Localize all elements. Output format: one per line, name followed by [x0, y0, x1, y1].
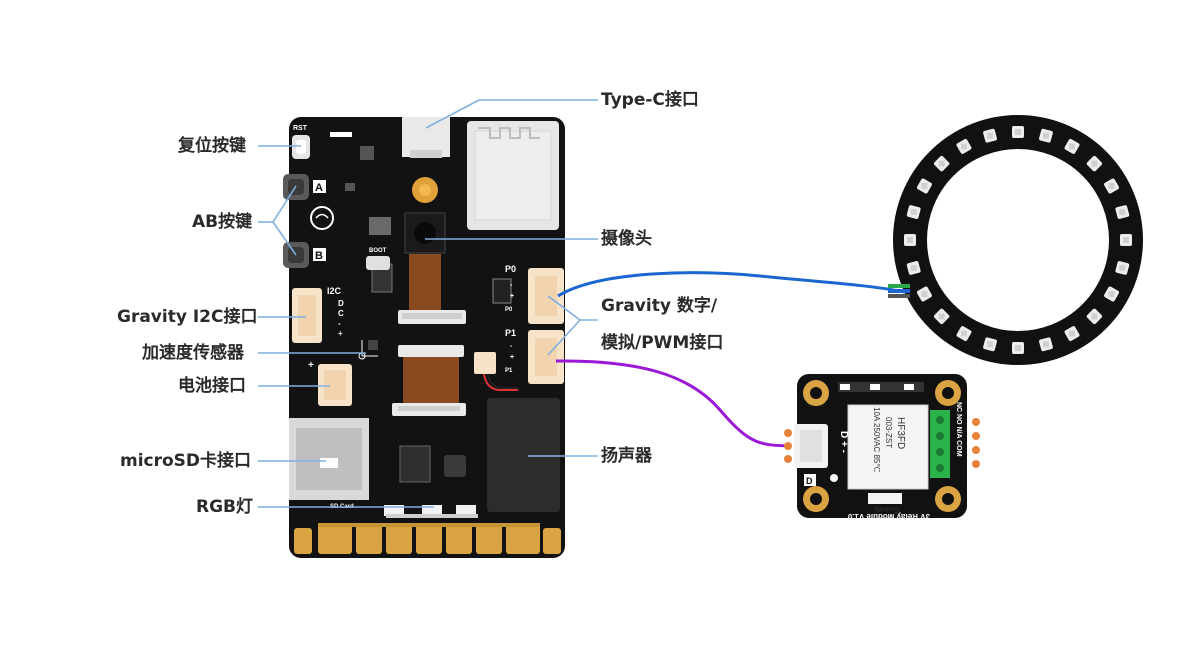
main-board: RST A B BOOT	[283, 117, 565, 558]
rgb-leds	[384, 505, 478, 518]
silk-batt-plus: +	[308, 360, 314, 371]
label-reset-button: 复位按键	[178, 136, 246, 156]
ring-led-die	[907, 237, 913, 243]
ring-led-die	[961, 330, 967, 337]
silk-p1-plus: +	[510, 354, 514, 361]
label-speaker: 扬声器	[601, 446, 652, 466]
reset-button: RST	[292, 125, 310, 159]
ring-led-die	[921, 183, 928, 189]
speaker-jack	[474, 352, 518, 391]
ring-led-die	[961, 143, 967, 150]
silk-i2c-d: D	[338, 299, 344, 308]
silk-b: B	[315, 250, 323, 262]
relay-pins: D + -	[838, 431, 849, 453]
silk-i2c-plus: +	[338, 329, 343, 338]
relay-model: HF3FD	[895, 417, 906, 449]
silk-boot: BOOT	[369, 248, 387, 254]
silk-a: A	[315, 182, 323, 194]
boot-button: BOOT	[366, 248, 390, 270]
silk-p0-minus: -	[510, 282, 513, 289]
ring-led-die	[1108, 291, 1115, 297]
edge-connector	[294, 523, 561, 554]
ring-led-die	[1119, 209, 1126, 216]
ring-led-die	[910, 264, 917, 271]
ring-led-die	[938, 160, 945, 167]
label-battery: 电池接口	[178, 376, 246, 396]
silk-p1-sig: P1	[505, 368, 513, 374]
microsd-slot: SD Card	[289, 418, 369, 510]
i2c-connector: I2C D C - +	[292, 286, 344, 343]
relay-brand: Gravity	[874, 505, 899, 514]
ring-led-die	[987, 132, 994, 139]
label-ab-buttons: AB按键	[192, 212, 253, 232]
board-logo	[310, 206, 334, 230]
ring-led-die	[1015, 345, 1021, 351]
label-accelerometer: 加速度传感器	[142, 343, 244, 363]
label-gravity-i2c: Gravity I2C接口	[117, 307, 258, 327]
silk-p0-sig: P0	[505, 307, 513, 313]
ring-led-die	[921, 291, 928, 297]
ribbon-connector	[392, 345, 466, 416]
wire-purple	[555, 359, 791, 448]
relay-part: 003-ZST	[884, 417, 893, 448]
ring-led-die	[910, 209, 917, 216]
label-microsd: microSD卡接口	[120, 451, 252, 471]
p1-connector: P1 - + P1	[505, 328, 564, 384]
ring-led-die	[1015, 129, 1021, 135]
ring-led-die	[938, 313, 945, 320]
silk-p1: P1	[505, 328, 516, 338]
led-ring	[888, 115, 1143, 365]
ring-led-die	[987, 341, 994, 348]
relay-terminals: NC NO N/A COM	[955, 402, 962, 457]
relay-name: 3V Relay Module V1.0	[847, 512, 930, 521]
label-typec: Type-C接口	[601, 90, 699, 110]
battery-connector: +	[308, 360, 352, 406]
ring-led-die	[1042, 341, 1049, 348]
relay-module: HF3FD 003-ZST 10A 250VAC 85℃ D + - NC NO…	[784, 374, 980, 521]
ring-led-die	[1108, 183, 1115, 189]
ring-led-die	[1069, 143, 1075, 150]
silk-p0-plus: +	[510, 293, 514, 300]
label-gravity-digital-1: Gravity 数字/	[601, 296, 718, 316]
p0-connector: P0 - + P0	[505, 264, 564, 324]
silk-rst: RST	[293, 125, 308, 132]
speaker	[487, 398, 560, 512]
label-rgb-led: RGB灯	[196, 497, 254, 517]
silk-p1-minus: -	[510, 343, 513, 350]
ring-led-group	[904, 126, 1132, 354]
ring-led-die	[1123, 237, 1129, 243]
typec-port	[402, 117, 450, 158]
ring-led-die	[1091, 313, 1098, 320]
silk-i2c-minus: -	[338, 319, 341, 328]
leader-lines	[258, 99, 598, 508]
relay-side-mark: D	[806, 476, 813, 486]
wire-blue	[557, 271, 906, 298]
ring-led-die	[1091, 160, 1098, 167]
silk-i2c-c: C	[338, 309, 344, 318]
ring-led-die	[1119, 264, 1126, 271]
wifi-module	[467, 121, 559, 230]
silk-p0: P0	[505, 264, 516, 274]
ring-led-die	[1042, 132, 1049, 139]
ring-led-die	[1069, 330, 1075, 337]
label-gravity-digital-2: 模拟/PWM接口	[601, 333, 724, 353]
label-camera: 摄像头	[601, 229, 652, 249]
relay-rating: 10A 250VAC 85℃	[872, 407, 881, 472]
silk-i2c: I2C	[327, 286, 342, 296]
